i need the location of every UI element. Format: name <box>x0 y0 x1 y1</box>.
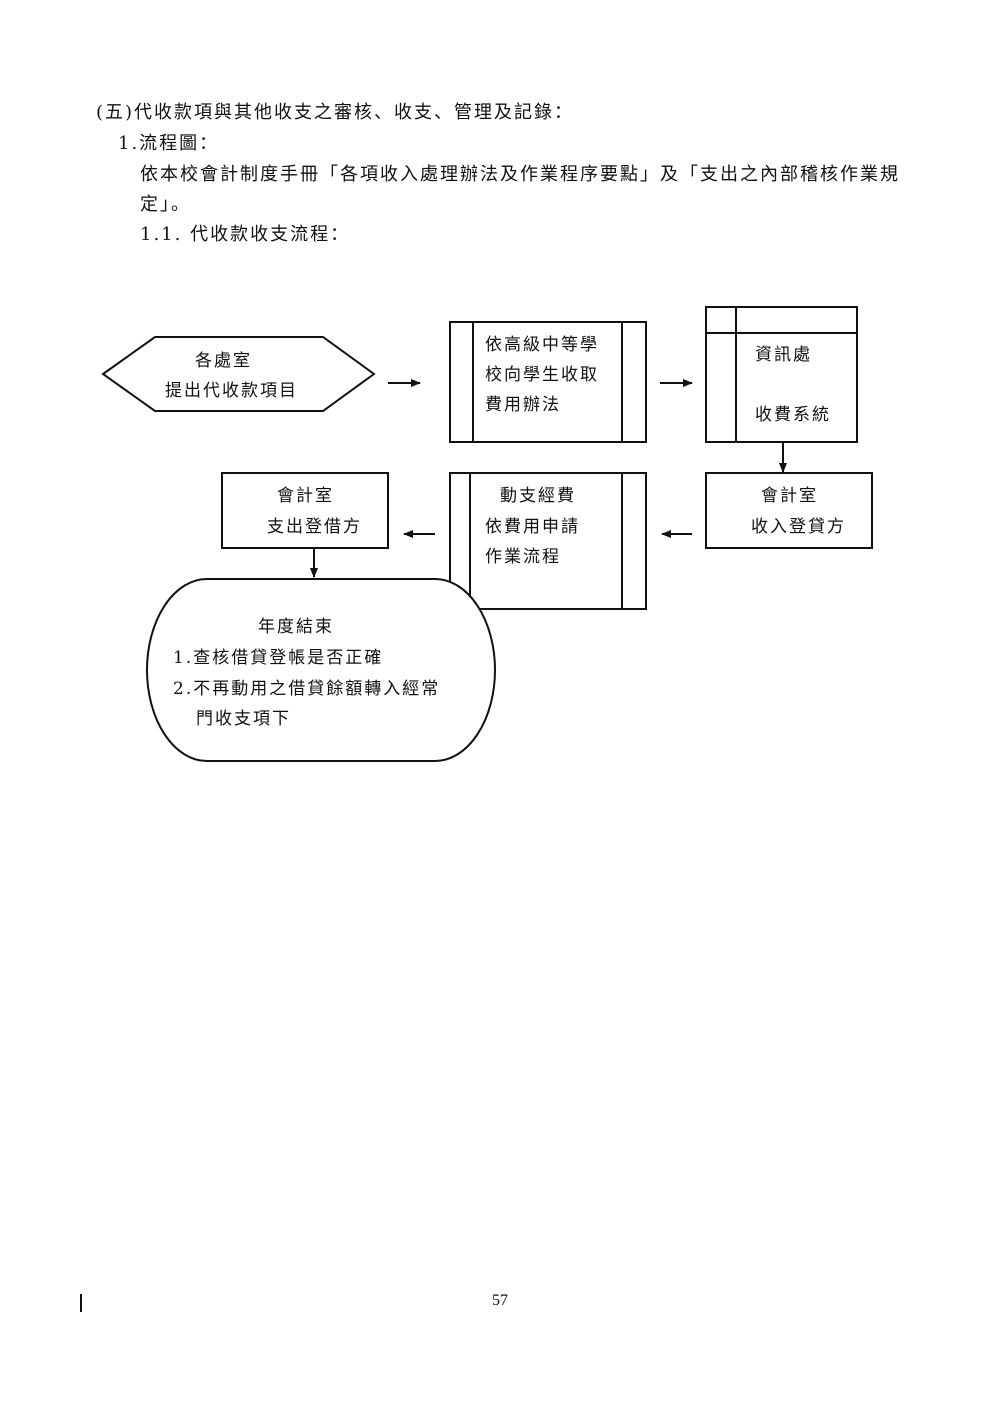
description-line-1: 依本校會計制度手冊「各項收入處理辦法及作業程序要點」及「支出之內部稽核作業規 <box>140 164 900 185</box>
year-end-line1: 年度結束 <box>258 617 334 637</box>
page-number: 57 <box>492 1292 508 1309</box>
accounting-income-line1: 會計室 <box>761 486 818 506</box>
spending-node-line3: 作業流程 <box>485 547 561 567</box>
system-node: 資訊處 收費系統 <box>705 306 858 443</box>
description-line-2: 定」。 <box>140 194 191 215</box>
accounting-expense-line2: 支出登借方 <box>267 517 362 537</box>
start-node-line2: 提出代收款項目 <box>165 381 298 401</box>
accounting-expense-node: 會計室 支出登借方 <box>221 472 389 549</box>
year-end-line3: 2.不再動用之借貸餘額轉入經常 <box>173 679 440 699</box>
system-node-line1: 資訊處 <box>755 345 812 365</box>
rules-node-line2: 校向學生收取 <box>485 365 599 385</box>
accounting-income-node: 會計室 收入登貸方 <box>705 472 873 549</box>
year-end-line4: 門收支項下 <box>196 709 291 729</box>
rules-node-line3: 費用辦法 <box>485 395 561 415</box>
spending-node: 動支經費 依費用申請 作業流程 <box>449 472 647 610</box>
rules-node: 依高級中等學 校向學生收取 費用辦法 <box>449 321 647 443</box>
spending-node-line1: 動支經費 <box>500 486 576 506</box>
revision-bar <box>80 1294 82 1312</box>
accounting-income-line2: 收入登貸方 <box>751 517 846 537</box>
year-end-line2: 1.查核借貸登帳是否正確 <box>173 648 383 668</box>
rules-node-line1: 依高級中等學 <box>485 335 599 355</box>
item-heading: 1.流程圖： <box>118 133 220 154</box>
start-node-line1: 各處室 <box>195 351 252 371</box>
spending-node-line2: 依費用申請 <box>485 517 580 537</box>
start-node: 各處室 提出代收款項目 <box>101 336 376 412</box>
year-end-node: 年度結束 1.查核借貸登帳是否正確 2.不再動用之借貸餘額轉入經常 門收支項下 <box>146 578 496 762</box>
accounting-expense-line1: 會計室 <box>277 486 334 506</box>
system-node-line2: 收費系統 <box>755 405 831 425</box>
section-heading: (五)代收款項與其他收支之審核、收支、管理及記錄： <box>96 102 575 123</box>
subitem-heading: 1.1. 代收款收支流程： <box>140 224 351 245</box>
